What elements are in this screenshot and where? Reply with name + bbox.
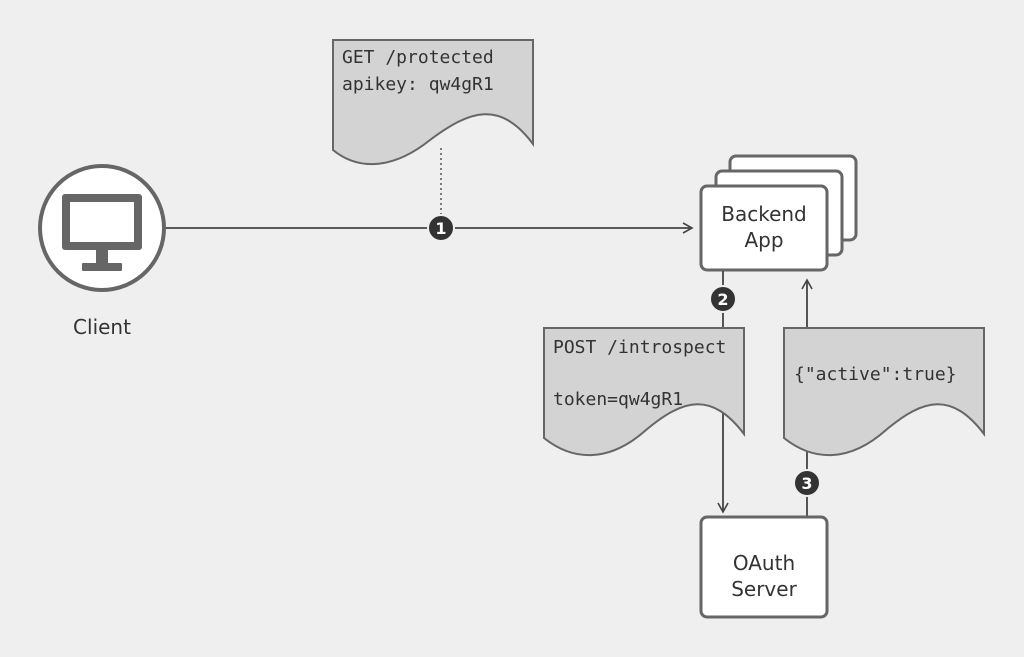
svg-text:1: 1 [435, 219, 446, 238]
request-document: GET /protected apikey: qw4gR1 [332, 39, 534, 166]
request-line-2: apikey: qw4gR1 [342, 74, 494, 95]
response-document: {"active":true} [783, 327, 985, 456]
oauth-label-line-2: Server [731, 577, 797, 601]
introspect-document: POST /introspect token=qw4gR1 [543, 327, 745, 456]
introspect-line-1: POST /introspect [553, 337, 726, 358]
oauth-label-line-1: OAuth [733, 551, 795, 575]
monitor-icon [62, 194, 142, 271]
backend-app-node: Backend App [699, 154, 858, 272]
client-node: Client [38, 164, 166, 339]
step-badge-1: 1 [427, 214, 455, 242]
backend-label-line-1: Backend [721, 202, 807, 226]
response-line-1: {"active":true} [794, 364, 957, 385]
step-badge-2: 2 [709, 285, 737, 313]
backend-label-line-2: App [744, 228, 783, 252]
client-label: Client [73, 315, 131, 339]
oauth-server-node: OAuth Server [699, 515, 829, 619]
request-line-1: GET /protected [342, 47, 494, 68]
svg-text:3: 3 [801, 474, 812, 493]
svg-text:2: 2 [717, 290, 728, 309]
step-badge-3: 3 [793, 469, 821, 497]
introspect-line-2: token=qw4gR1 [553, 389, 683, 410]
